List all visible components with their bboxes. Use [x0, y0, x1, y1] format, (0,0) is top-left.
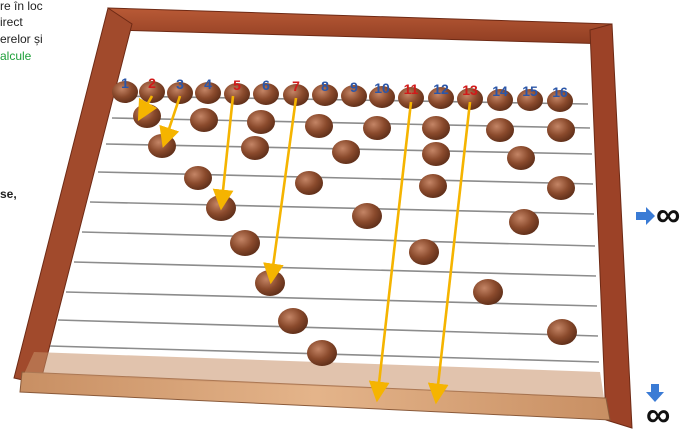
infinity-right-symbol: ∞ — [656, 196, 680, 234]
arrow-col-11 — [378, 102, 411, 392]
wire-2 — [112, 118, 590, 128]
column-number-8: 8 — [321, 78, 329, 94]
arrow-col-7 — [272, 98, 296, 274]
column-number-12: 12 — [433, 81, 449, 97]
arrow-col-3 — [166, 96, 180, 138]
abacus-frame-left — [14, 8, 132, 384]
wire-7 — [74, 262, 596, 276]
column-number-10: 10 — [374, 80, 390, 96]
column-number-6: 6 — [262, 77, 270, 93]
column-number-13: 13 — [462, 82, 478, 98]
column-number-16: 16 — [552, 84, 568, 100]
column-number-2: 2 — [148, 75, 156, 91]
column-number-5: 5 — [233, 77, 241, 93]
column-number-15: 15 — [522, 83, 538, 99]
wire-9 — [58, 320, 598, 336]
column-number-7: 7 — [292, 78, 300, 94]
arrow-col-5 — [222, 96, 233, 200]
blue-right-arrow-icon — [636, 207, 655, 225]
wire-6 — [82, 232, 595, 246]
wire-8 — [66, 292, 597, 306]
column-number-1: 1 — [121, 75, 129, 91]
wire-4 — [98, 172, 593, 184]
column-number-4: 4 — [204, 76, 212, 92]
column-number-11: 11 — [404, 81, 419, 97]
infinity-bottom-symbol: ∞ — [646, 396, 670, 434]
abacus-frame-top — [108, 8, 612, 44]
column-number-3: 3 — [176, 76, 184, 92]
column-number-9: 9 — [350, 79, 358, 95]
column-number-14: 14 — [492, 83, 508, 99]
abacus-frame-right — [590, 24, 632, 428]
